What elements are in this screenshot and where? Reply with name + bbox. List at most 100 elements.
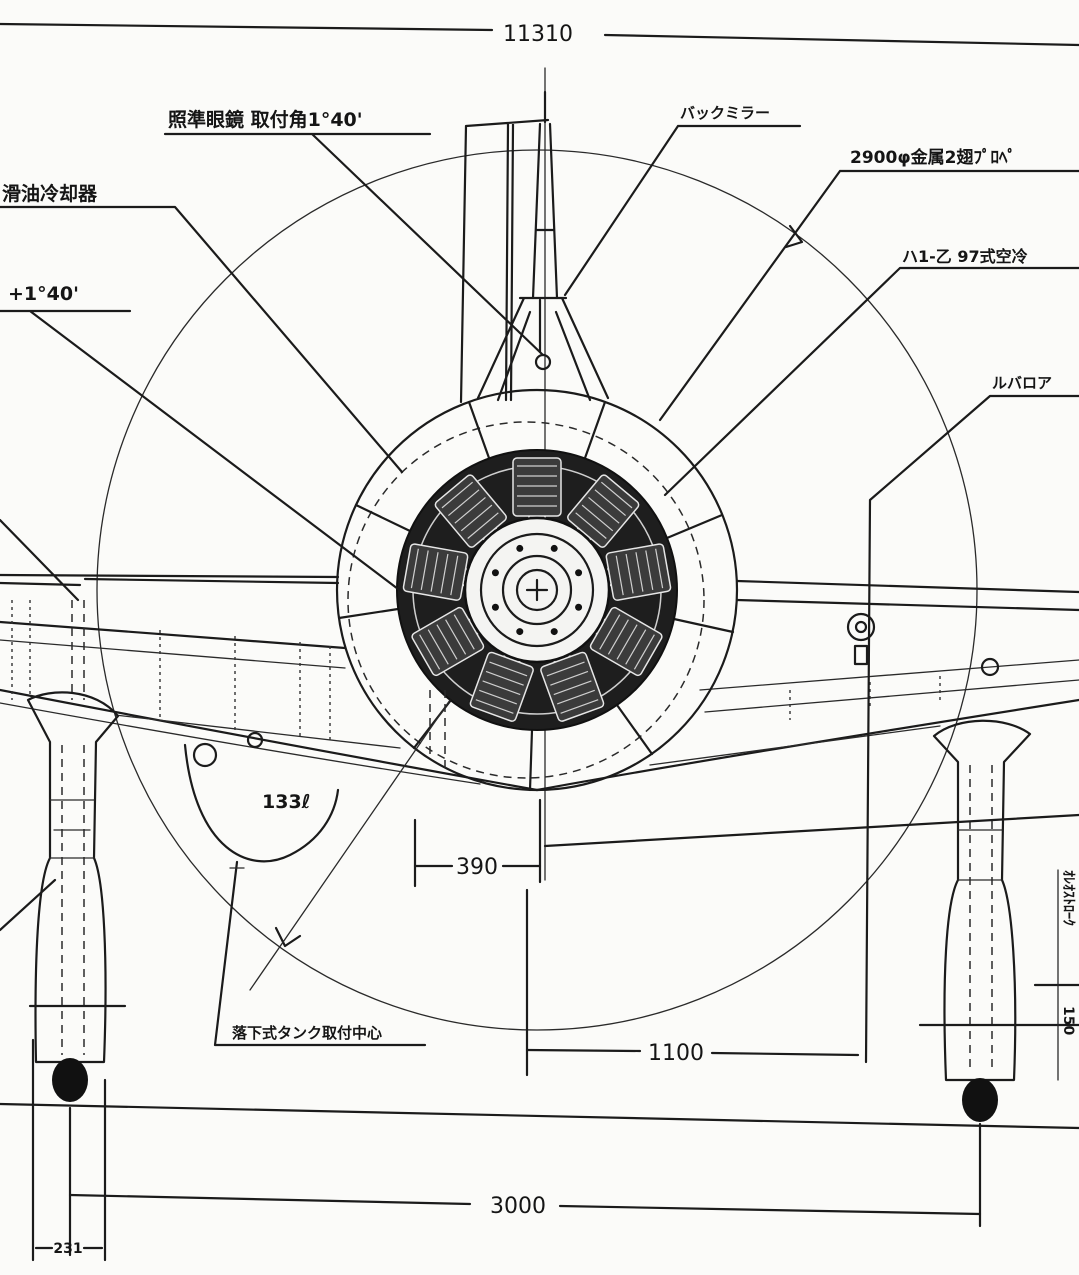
dimension-231-extension-lines [31,1038,107,1262]
gunsight-label: 照準眼鏡 取付角1°40' [168,108,363,131]
engine-cylinders [402,457,672,722]
right-wheel [962,1078,998,1122]
span-dimension-value: 11310 [503,22,573,47]
dimension-390-extension-lines [413,798,542,888]
oil-cooler-callout: 滑油冷却器 [0,182,404,474]
drop-tank-mount-label: 落下式タンク取付中心 [232,1024,382,1042]
antenna-mast [531,90,559,300]
engine-cylinder-fin [655,548,664,589]
oleo-stroke-dimension: ｵﾚｵｽﾄﾛｰｸ 150 [918,869,1079,1081]
right-fitting-bracket [853,644,869,666]
diagonal-reference-line [249,699,451,991]
drop-tank-outline [183,743,340,863]
engine-cylinder-fin [440,553,449,594]
crankcase-bolt [575,603,583,611]
angle-leader [0,309,404,594]
left-wing-surface-line-2 [0,639,346,669]
engine-cylinder-head [434,474,507,548]
engine-cylinder [434,474,508,553]
vertical-fin-outline [459,118,550,404]
right-gear-band-lines [957,829,1003,881]
cowl-lower-hidden-lines [429,690,446,770]
right-fitting-inner [854,620,868,634]
drop-tank: 133ℓ 落下式タンク取付中心 [183,743,427,1047]
dimension-3000-line [68,1193,982,1216]
engine-cylinder-fin [560,699,599,714]
lubricator-callout: ルバロア [864,374,1079,1064]
engine-cylinder-fin [454,497,486,524]
left-gear-leg-fairing [26,691,120,1064]
ground-line [0,1102,1079,1130]
crankcase-bolt [491,569,499,577]
left-wing-small-fitting [246,731,264,749]
engine-cylinder-fin [420,550,429,591]
crankcase-bolt [550,544,558,552]
oleo-stroke-value: 150 [1060,1006,1076,1035]
crankcase-bolt [516,628,524,636]
engine-cylinder-fin [427,629,449,665]
engine-cylinder-head [589,606,663,677]
antenna-mast-outline [531,90,559,300]
engine-cylinder-fin [460,504,493,532]
cowling-dashed-circle [347,421,705,779]
dimension-3000-extension-lines [68,1106,982,1257]
oil-cooler-leader [0,205,404,474]
propeller-callout: 2900φ金属2翅ﾌﾟﾛﾍﾟ [658,147,1079,422]
engine-cylinder-fin [600,481,633,509]
left-wing-rib-lines [11,600,331,742]
oil-cooler-label: 滑油冷却器 [2,182,98,205]
engine-cylinder-fin [450,555,459,596]
engine-cylinder [512,457,562,534]
left-wing-surface-line-1 [0,620,347,650]
gunsight-callout: 照準眼鏡 取付角1°40' [163,108,545,357]
right-wing-fitting [846,612,876,666]
left-gear-leader [0,878,57,932]
engine-cylinder-fin [479,689,518,705]
propeller-disc-circle [96,149,978,1031]
dimension-231: 231 [31,1038,107,1262]
angle-label: +1°40' [8,283,79,305]
dimension-3000: 3000 [68,1106,982,1257]
engine-cylinder [402,543,484,601]
right-wing-surface-lines [649,659,1079,766]
left-wing-lower-edge [0,688,539,792]
engine-cylinder-fin [625,553,634,594]
engine-cylinder-fin [453,614,475,650]
lubricator-leader [864,394,1079,1064]
drop-tank-fitting [192,742,218,768]
mirror-callout: バックミラー [563,104,802,297]
engine-leader [663,266,1079,497]
engine-cylinder [540,639,605,722]
span-dimension-line-right [603,33,1079,47]
propeller-rotation-arrow-upper [784,224,804,249]
gunsight-leader [163,132,545,357]
engine-cylinder-fin [633,634,655,670]
drop-tank-volume-label: 133ℓ [262,791,311,813]
engine-cylinder-head [402,543,469,601]
engine-cylinder-fin [430,552,439,592]
cowling-outline [335,388,739,792]
span-dimension: 11310 [0,22,1079,47]
right-wing-leading-edge-upper [735,579,1079,594]
hub-crosshair [525,578,549,602]
cowling-panel-lines [337,400,735,792]
engine-cylinder-fin [445,619,467,655]
windscreen-frame [476,296,610,402]
engine-cylinder-fin [467,512,499,539]
engine-cylinder-head [512,457,562,517]
dimension-231-value: 231 [53,1241,82,1257]
left-wing-leading-edge-lower [0,577,340,587]
propeller-rotation-arrow-lower [274,926,302,948]
engine-cylinder-fin [635,552,644,592]
engine-cylinder-fin [594,489,626,516]
right-wing [535,579,1079,792]
left-gear-strut-hidden-lines [61,745,85,1055]
crankcase-bolt [550,628,558,636]
crankcase-ring [479,532,595,648]
crankcase-bolt [491,603,499,611]
engine-cylinder-fin [436,624,458,660]
right-wing-rib-lines [789,676,941,720]
engine-cylinder-fin [616,624,638,660]
engine-cylinder-head [567,474,640,548]
right-gear-leg-fairing [932,719,1032,1082]
